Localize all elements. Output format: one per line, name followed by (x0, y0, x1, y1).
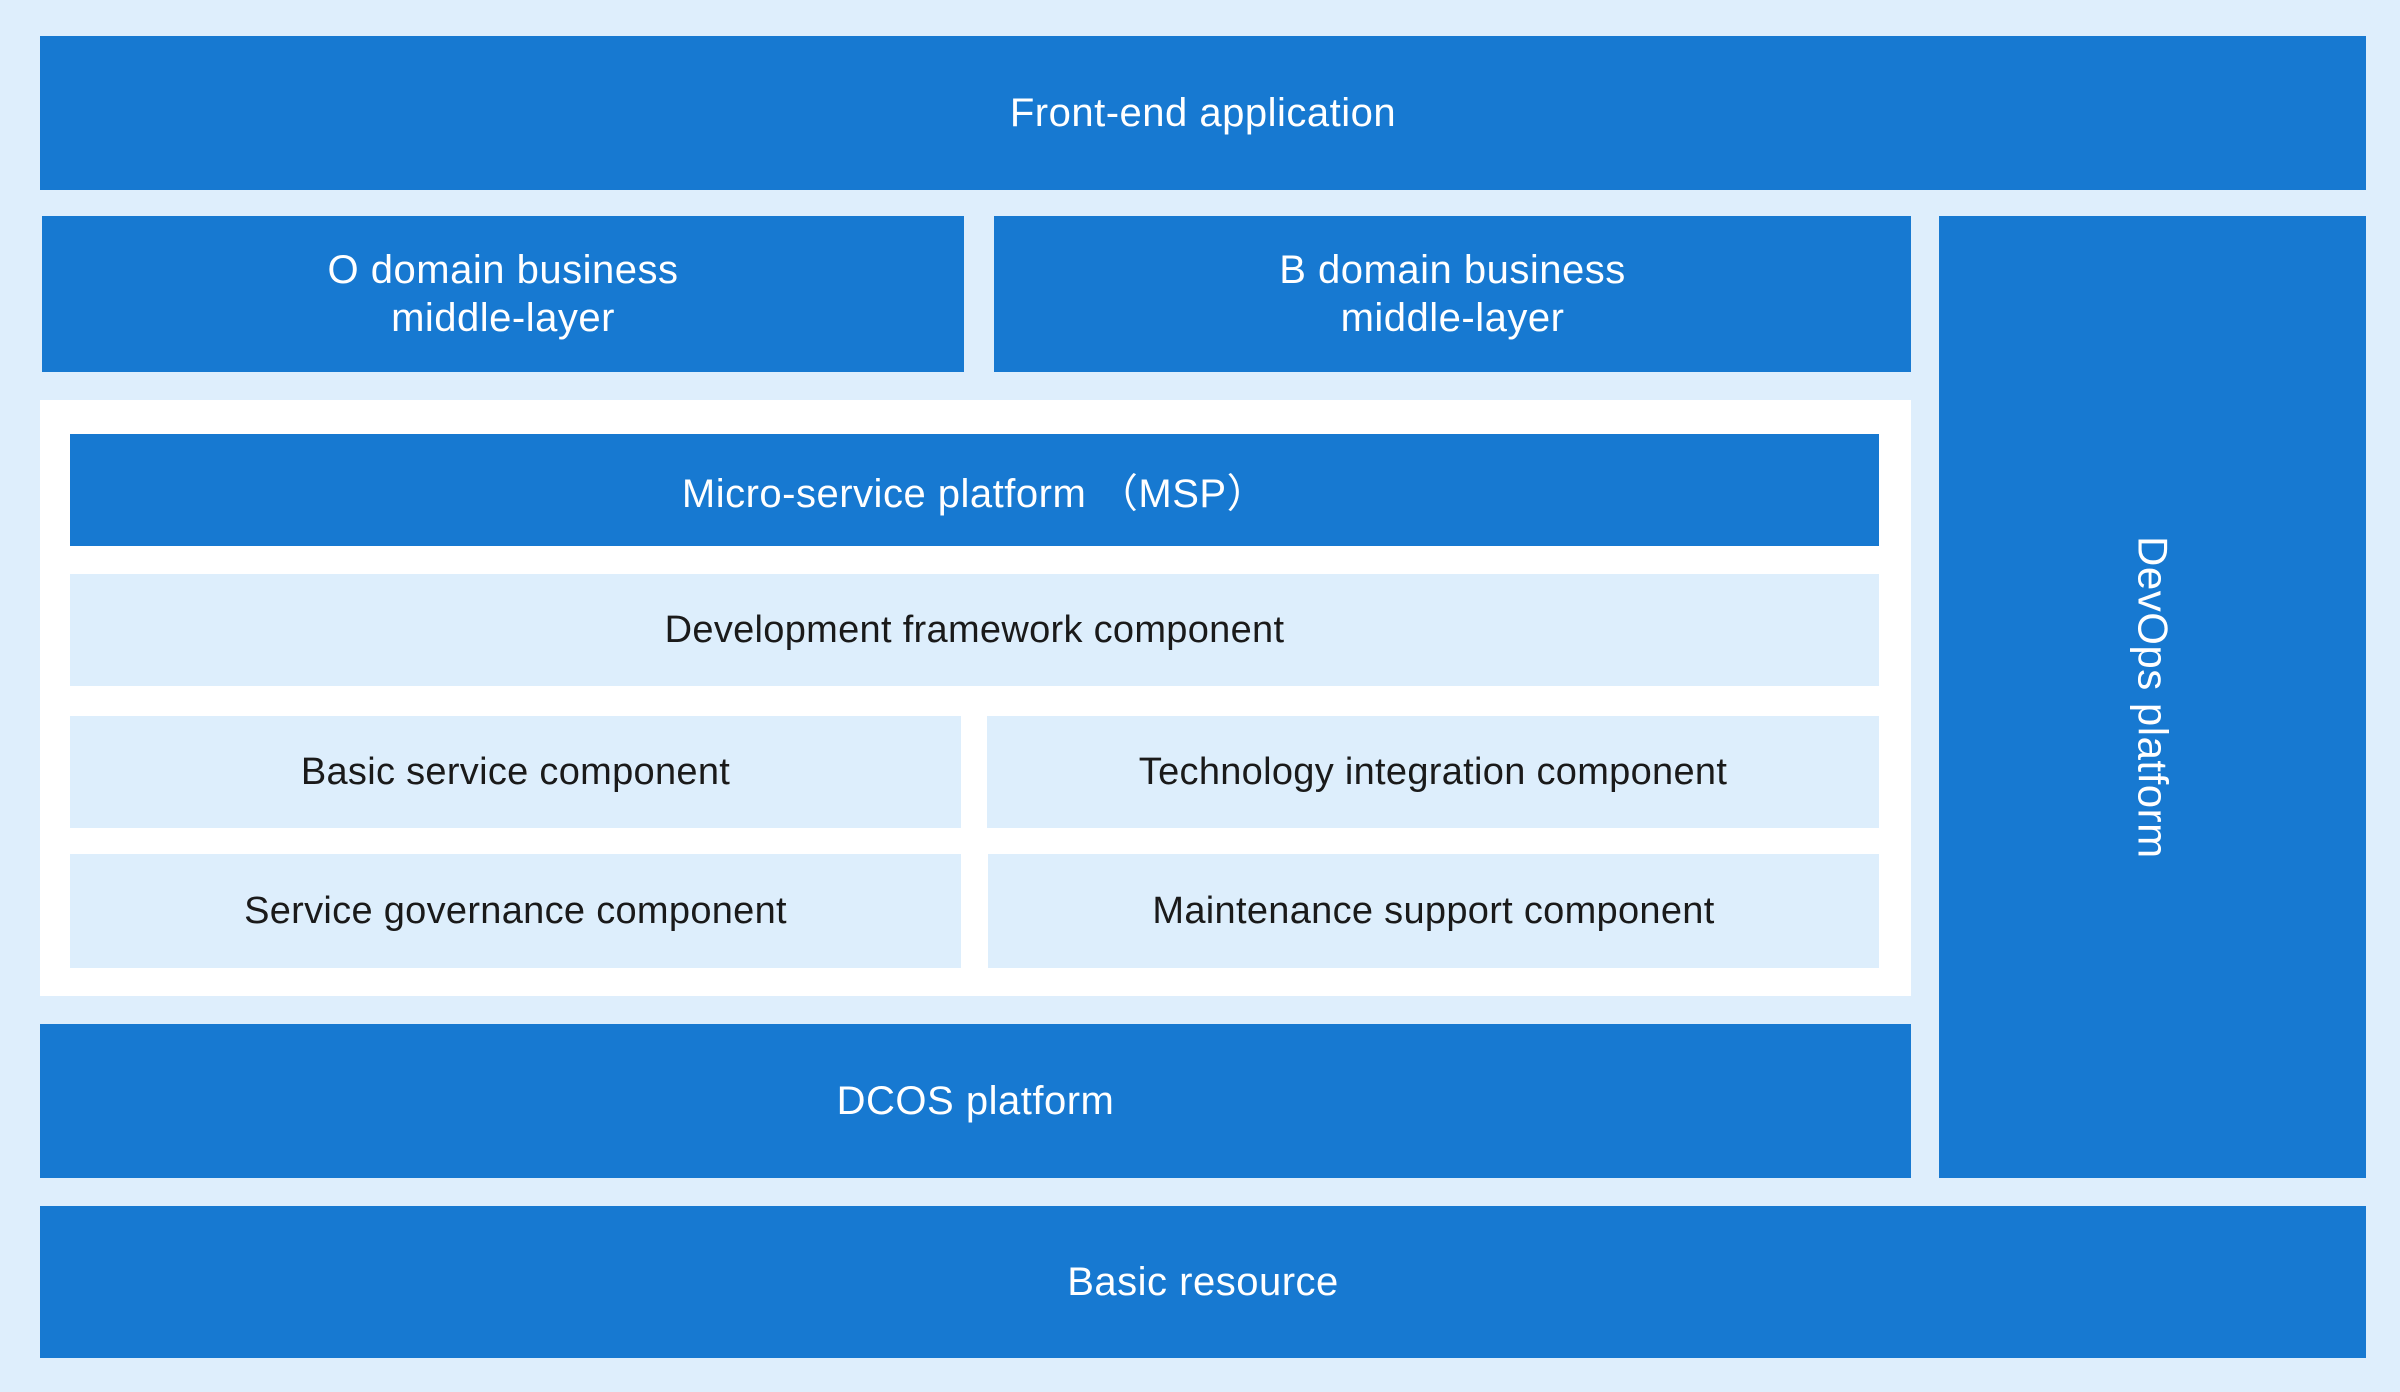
o-domain-middle-layer: O domain business middle-layer (42, 216, 964, 372)
b-domain-label-line1: B domain business (1279, 248, 1626, 292)
devops-platform: DevOps platform (1939, 216, 2366, 1178)
frontend-application-layer: Front-end application (40, 36, 2366, 190)
dcos-platform-layer: DCOS platform (40, 1024, 1911, 1178)
development-framework-component: Development framework component (70, 574, 1879, 686)
o-domain-label-line2: middle-layer (391, 296, 615, 340)
development-framework-label: Development framework component (664, 608, 1285, 651)
basic-service-label: Basic service component (300, 750, 731, 793)
msp-title-bar: Micro-service platform （MSP） (70, 434, 1879, 546)
dcos-platform-label: DCOS platform (836, 1078, 1115, 1123)
basic-service-component: Basic service component (70, 716, 961, 828)
o-domain-label-line1: O domain business (327, 248, 679, 292)
msp-title: Micro-service platform （MSP） (681, 472, 1268, 516)
b-domain-label-line2: middle-layer (1340, 296, 1565, 340)
technology-integration-component: Technology integration component (987, 716, 1879, 828)
maintenance-support-component: Maintenance support component (988, 854, 1879, 968)
technology-integration-label: Technology integration component (1138, 750, 1728, 793)
devops-platform-label: DevOps platform (2129, 535, 2177, 859)
frontend-application-label: Front-end application (1009, 90, 1397, 135)
maintenance-support-label: Maintenance support component (1152, 889, 1715, 932)
basic-resource-layer: Basic resource (40, 1206, 2366, 1358)
b-domain-middle-layer: B domain business middle-layer (994, 216, 1911, 372)
service-governance-component: Service governance component (70, 854, 961, 968)
service-governance-label: Service governance component (244, 889, 787, 932)
basic-resource-label: Basic resource (1067, 1259, 1339, 1304)
